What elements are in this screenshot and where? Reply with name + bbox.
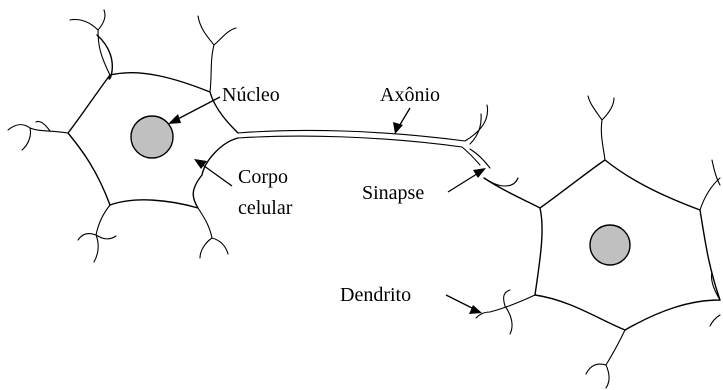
axon-upper-line [237, 104, 489, 142]
right-dendrite-right [709, 271, 721, 327]
synapse-arrow [447, 171, 481, 193]
dendrite-arrow [445, 294, 477, 311]
left-cell-body [67, 34, 239, 209]
right-dendrite-top-right [699, 159, 721, 211]
left-dendrite-top-left [69, 9, 111, 76]
nucleus-arrow [173, 96, 221, 122]
synapse-arrowhead [473, 168, 486, 178]
annotations: Núcleo Axônio Corpo celular Sinapse Dend… [168, 84, 486, 314]
right-cell-body [483, 159, 721, 331]
label-dendrite: Dendrito [340, 284, 411, 306]
left-dendrite-top-right [197, 15, 237, 93]
cell-body-arrow [199, 162, 233, 187]
axon-terminal-inner [469, 113, 482, 145]
label-nucleus: Núcleo [222, 84, 280, 106]
right-nucleus [589, 224, 631, 266]
left-dendrite-bottom-left [77, 204, 117, 263]
axon [237, 104, 491, 169]
right-dendrite-synapse [483, 177, 519, 187]
left-neuron [7, 9, 239, 263]
right-neuron [475, 95, 721, 389]
cell-body-arrowhead [194, 159, 207, 169]
left-nucleus [130, 115, 174, 159]
axon-lower-line [237, 135, 481, 166]
axon-arrowhead [393, 122, 403, 134]
label-synapse: Sinapse [362, 182, 424, 204]
nucleus-arrowhead [168, 114, 181, 124]
axon-terminal-lower [469, 148, 491, 169]
right-dendrite-left [475, 289, 536, 335]
label-cell-body-line2: celular [238, 197, 293, 219]
right-dendrite-bottom [585, 329, 626, 389]
dendrite-arrowhead [469, 305, 482, 314]
left-dendrite-bottom-right [197, 207, 229, 259]
label-axon: Axônio [380, 84, 440, 106]
right-dendrite-top [587, 95, 615, 161]
left-dendrite-left [7, 120, 69, 151]
label-cell-body-line1: Corpo [238, 166, 288, 188]
